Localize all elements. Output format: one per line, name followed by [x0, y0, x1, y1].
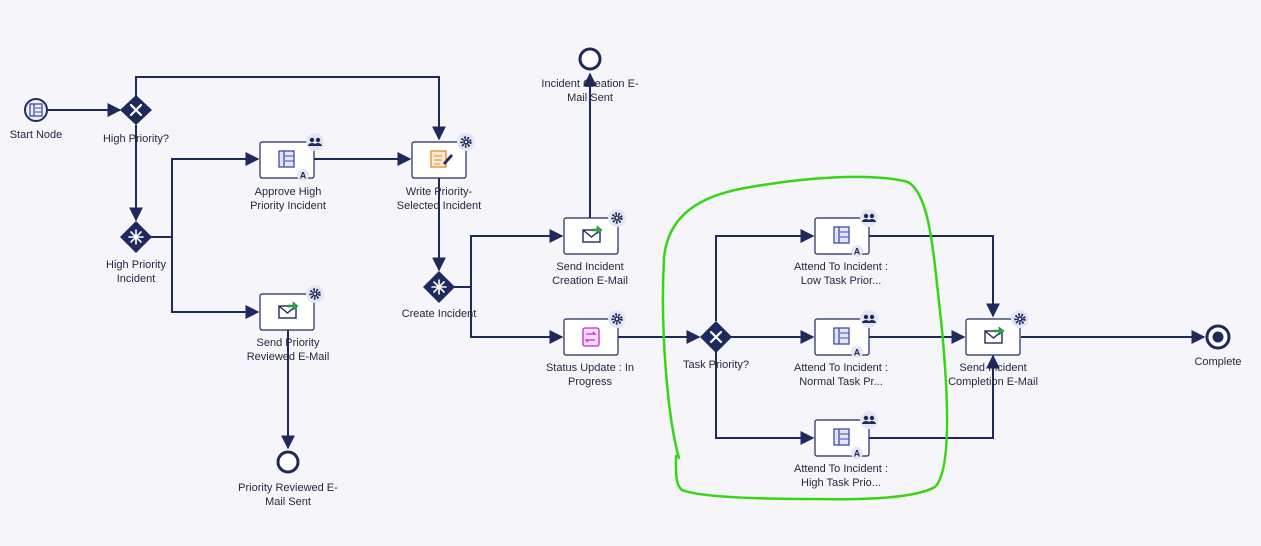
user-group-icon[interactable]: [860, 411, 878, 429]
user-group-icon[interactable]: [306, 133, 324, 151]
task-status-update[interactable]: [563, 310, 626, 356]
task-approve-high-priority[interactable]: A: [259, 133, 324, 181]
gateway-create-incident[interactable]: [423, 271, 455, 303]
gateway-high-priority[interactable]: [120, 95, 152, 125]
svg-text:A: A: [854, 348, 861, 358]
flow-parallel-to-send-reviewed[interactable]: [171, 237, 260, 319]
task-send-incident-creation[interactable]: [563, 209, 626, 255]
gear-icon[interactable]: [608, 310, 626, 328]
assignee-badge: A: [851, 447, 863, 459]
flow-high-to-completion[interactable]: [869, 354, 1000, 439]
gateway-high-priority-label: High Priority?: [102, 133, 170, 145]
task-write-priority-selected[interactable]: [411, 133, 475, 179]
svg-text:A: A: [854, 449, 861, 459]
email-icon: [582, 225, 603, 243]
flow-task-priority-to-high[interactable]: [715, 352, 815, 445]
start-form-icon: [29, 103, 43, 117]
flow-parallel-to-approve[interactable]: [149, 152, 260, 238]
gateway-high-priority-incident[interactable]: [120, 221, 152, 253]
form-icon: [278, 150, 295, 168]
gear-icon[interactable]: [457, 133, 475, 151]
task-attend-low[interactable]: A: [814, 209, 878, 257]
end-complete-label: Complete: [1194, 356, 1242, 368]
task-attend-normal-label: Attend To Incident : Normal Task Pr...: [794, 362, 888, 388]
gateway-task-priority[interactable]: [700, 321, 732, 353]
svg-text:A: A: [300, 171, 307, 181]
form-icon: [833, 226, 850, 244]
end-priority-reviewed-label: Priority Reviewed E- Mail Sent: [238, 482, 338, 508]
end-event-incident-creation[interactable]: [578, 47, 602, 71]
task-send-incident-completion[interactable]: [965, 310, 1029, 356]
gateway-create-incident-label: Create Incident: [401, 308, 477, 320]
flow-task-priority-to-low[interactable]: [715, 229, 815, 321]
assignee-badge: A: [851, 346, 863, 358]
flow-create-to-status[interactable]: [470, 287, 564, 344]
highlight-annotation: [661, 175, 949, 501]
gateway-high-priority-incident-label: High Priority Incident: [106, 259, 166, 285]
task-approve-high-label: Approve High Priority Incident: [250, 186, 326, 212]
connectors: [48, 72, 1206, 450]
assignee-badge: A: [297, 169, 309, 181]
gear-icon[interactable]: [306, 285, 324, 303]
start-node-label: Start Node: [9, 129, 63, 141]
end-incident-creation-label: Incident Creation E- Mail Sent: [541, 78, 639, 104]
form-icon: [833, 428, 850, 446]
task-attend-high-label: Attend To Incident : High Task Prio...: [794, 463, 888, 489]
task-send-completion-label: Send Incident Completion E-Mail: [948, 362, 1038, 388]
gear-icon[interactable]: [608, 209, 626, 227]
gear-icon[interactable]: [1011, 310, 1029, 328]
form-icon: [833, 327, 850, 345]
email-icon: [984, 326, 1005, 344]
task-status-update-label: Status Update : In Progress: [545, 362, 635, 388]
task-write-priority-label: Write Priority- Selected Incident: [396, 186, 482, 212]
task-send-priority-reviewed[interactable]: [259, 285, 324, 331]
asterisk-icon: [128, 229, 144, 245]
task-attend-high[interactable]: A: [814, 411, 878, 459]
x-icon: [709, 330, 723, 344]
user-group-icon[interactable]: [860, 310, 878, 328]
x-icon: [129, 103, 143, 117]
flow-low-to-completion[interactable]: [869, 235, 1000, 318]
end-event-complete[interactable]: [1205, 324, 1231, 350]
flow-create-to-send-creation[interactable]: [452, 229, 564, 288]
flow-gateway-to-write-top[interactable]: [135, 76, 446, 141]
user-group-icon[interactable]: [860, 209, 878, 227]
task-attend-normal[interactable]: A: [814, 310, 878, 358]
assignee-badge: A: [851, 245, 863, 257]
task-send-priority-reviewed-label: Send Priority Reviewed E-Mail: [246, 337, 330, 363]
end-event-priority-reviewed[interactable]: [276, 450, 300, 474]
start-node[interactable]: [24, 98, 48, 122]
email-icon: [278, 301, 299, 319]
gateway-task-priority-label: Task Priority?: [682, 359, 750, 371]
task-send-incident-creation-label: Send Incident Creation E-Mail: [552, 261, 628, 287]
svg-text:A: A: [854, 247, 861, 257]
write-icon: [430, 150, 453, 168]
asterisk-icon: [431, 279, 447, 295]
status-update-icon: [582, 327, 600, 347]
task-attend-low-label: Attend To Incident : Low Task Prior...: [794, 261, 888, 287]
